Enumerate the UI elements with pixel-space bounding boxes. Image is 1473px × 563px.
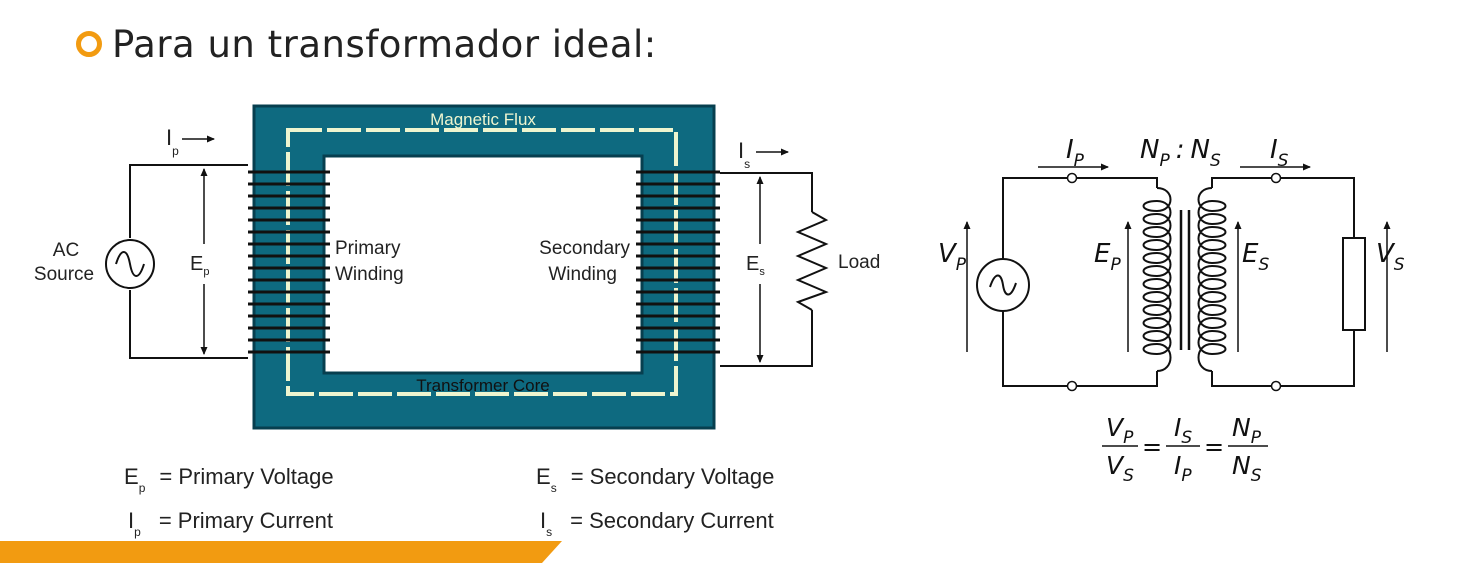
ac-source-label-line2: Source xyxy=(34,264,94,285)
formula-eq2: = xyxy=(1204,433,1224,461)
legend-es: Es= Secondary Voltage xyxy=(536,464,774,495)
primary-winding-label-line1: Primary xyxy=(335,238,401,259)
magnetic-flux-label: Magnetic Flux xyxy=(430,110,536,129)
formula-f3-num: NP xyxy=(1232,413,1262,448)
secondary-voltage-label: Es xyxy=(746,253,765,278)
formula-f2-den: IP xyxy=(1174,451,1192,486)
secondary-current-label: Is xyxy=(738,138,750,171)
sine-wave-icon xyxy=(115,251,145,277)
legend-ip: Ip= Primary Current xyxy=(128,508,333,539)
label-is: IS xyxy=(1270,135,1289,171)
formula-f3-den: NS xyxy=(1232,451,1262,486)
ratio-formula: VP VS = IS IP = NP NS xyxy=(1102,413,1268,486)
formula-f1-den: VS xyxy=(1106,451,1134,486)
heading: Para un transformador ideal: xyxy=(76,14,657,74)
load-label: Load xyxy=(838,252,880,273)
terminal-primary-top xyxy=(1066,172,1078,184)
legend-ep: Ep= Primary Voltage xyxy=(124,464,334,495)
schematic-wires xyxy=(1002,177,1355,387)
transformer-physical-diagram: Magnetic Flux Transformer Core Ip Is AC … xyxy=(34,104,880,430)
formula-eq1: = xyxy=(1142,433,1162,461)
load-resistor-symbol xyxy=(795,211,829,311)
schematic-primary-coil xyxy=(1142,187,1172,372)
secondary-winding-label-line2: Winding xyxy=(548,264,617,285)
legend: Ep= Primary Voltage Es= Secondary Voltag… xyxy=(124,464,774,539)
schematic-load-resistor xyxy=(1342,237,1366,331)
primary-voltage-label: Ep xyxy=(190,253,209,278)
label-vs: VS xyxy=(1376,239,1405,275)
transformer-schematic: IP NP:NS IS VP EP ES VS xyxy=(938,135,1405,392)
primary-winding-label-line2: Winding xyxy=(335,264,404,285)
primary-current-label: Ip xyxy=(166,125,179,158)
transformer-core-label: Transformer Core xyxy=(416,376,550,395)
formula-f2-num: IS xyxy=(1174,413,1192,448)
schematic-sine-wave-icon xyxy=(989,274,1017,296)
label-es: ES xyxy=(1242,239,1269,275)
terminal-secondary-top xyxy=(1270,172,1282,184)
label-vp: VP xyxy=(938,239,967,275)
primary-winding-coils xyxy=(248,170,330,354)
heading-text: Para un transformador ideal: xyxy=(112,22,657,66)
label-np-ns: NP:NS xyxy=(1140,135,1221,171)
terminal-secondary-bottom xyxy=(1270,380,1282,392)
legend-is: Is= Secondary Current xyxy=(540,508,774,539)
magnetic-flux-path xyxy=(286,128,678,396)
primary-circuit-wires xyxy=(129,164,248,359)
accent-bar xyxy=(0,541,562,563)
terminal-primary-bottom xyxy=(1066,380,1078,392)
ac-source-label-line1: AC xyxy=(53,240,79,261)
bullet-ring-icon xyxy=(76,31,102,57)
formula-f1-num: VP xyxy=(1106,413,1134,448)
secondary-circuit-wires xyxy=(720,172,829,367)
secondary-winding-coils xyxy=(636,170,720,354)
secondary-winding-label-line1: Secondary xyxy=(539,238,630,259)
label-ip: IP xyxy=(1066,135,1085,171)
schematic-secondary-coil xyxy=(1197,187,1227,372)
label-ep: EP xyxy=(1094,239,1121,275)
